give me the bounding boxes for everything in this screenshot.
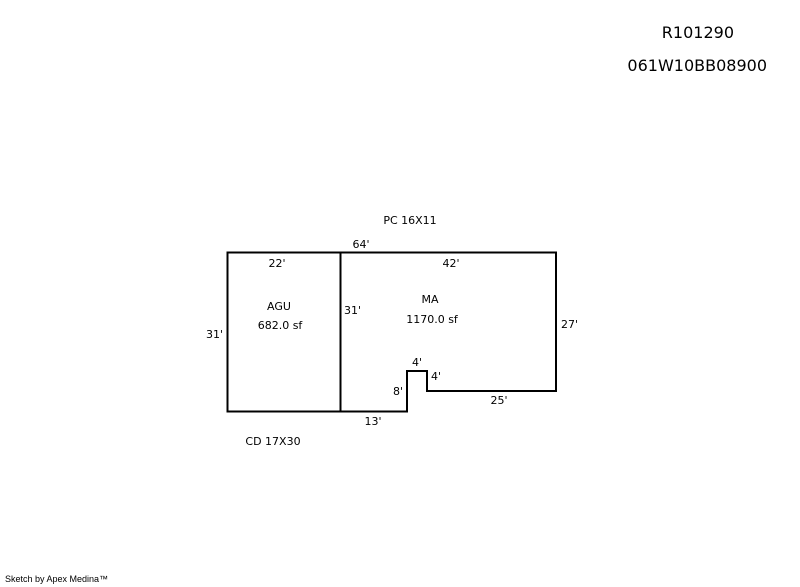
cd-label: CD 17X30 xyxy=(245,435,301,448)
dim-notch-top: 4' xyxy=(411,356,423,369)
dim-notch-right: 4' xyxy=(431,370,442,383)
dim-ma-top: 42' xyxy=(442,257,460,270)
agu-name: AGU xyxy=(267,300,291,313)
ma-name: MA xyxy=(421,293,439,306)
dim-notch-left: 8' xyxy=(393,385,404,398)
footer-credit: Sketch by Apex Medina™ xyxy=(5,574,109,584)
pc-label: PC 16X11 xyxy=(383,214,437,227)
dim-top-total: 64' xyxy=(352,238,370,251)
dim-agu-top: 22' xyxy=(268,257,286,270)
dim-left: 31' xyxy=(206,328,224,341)
dim-bottom-mid: 13' xyxy=(364,415,382,428)
ma-area: 1170.0 sf xyxy=(406,313,458,326)
agu-area: 682.0 sf xyxy=(257,319,303,332)
dim-bottom-right: 25' xyxy=(490,394,508,407)
dim-divider: 31' xyxy=(344,304,362,317)
ma-outline xyxy=(340,251,557,413)
account-number: R101290 xyxy=(661,23,734,42)
agu-outline xyxy=(226,251,342,413)
dim-right: 27' xyxy=(561,318,579,331)
parcel-number: 061W10BB08900 xyxy=(627,56,767,75)
